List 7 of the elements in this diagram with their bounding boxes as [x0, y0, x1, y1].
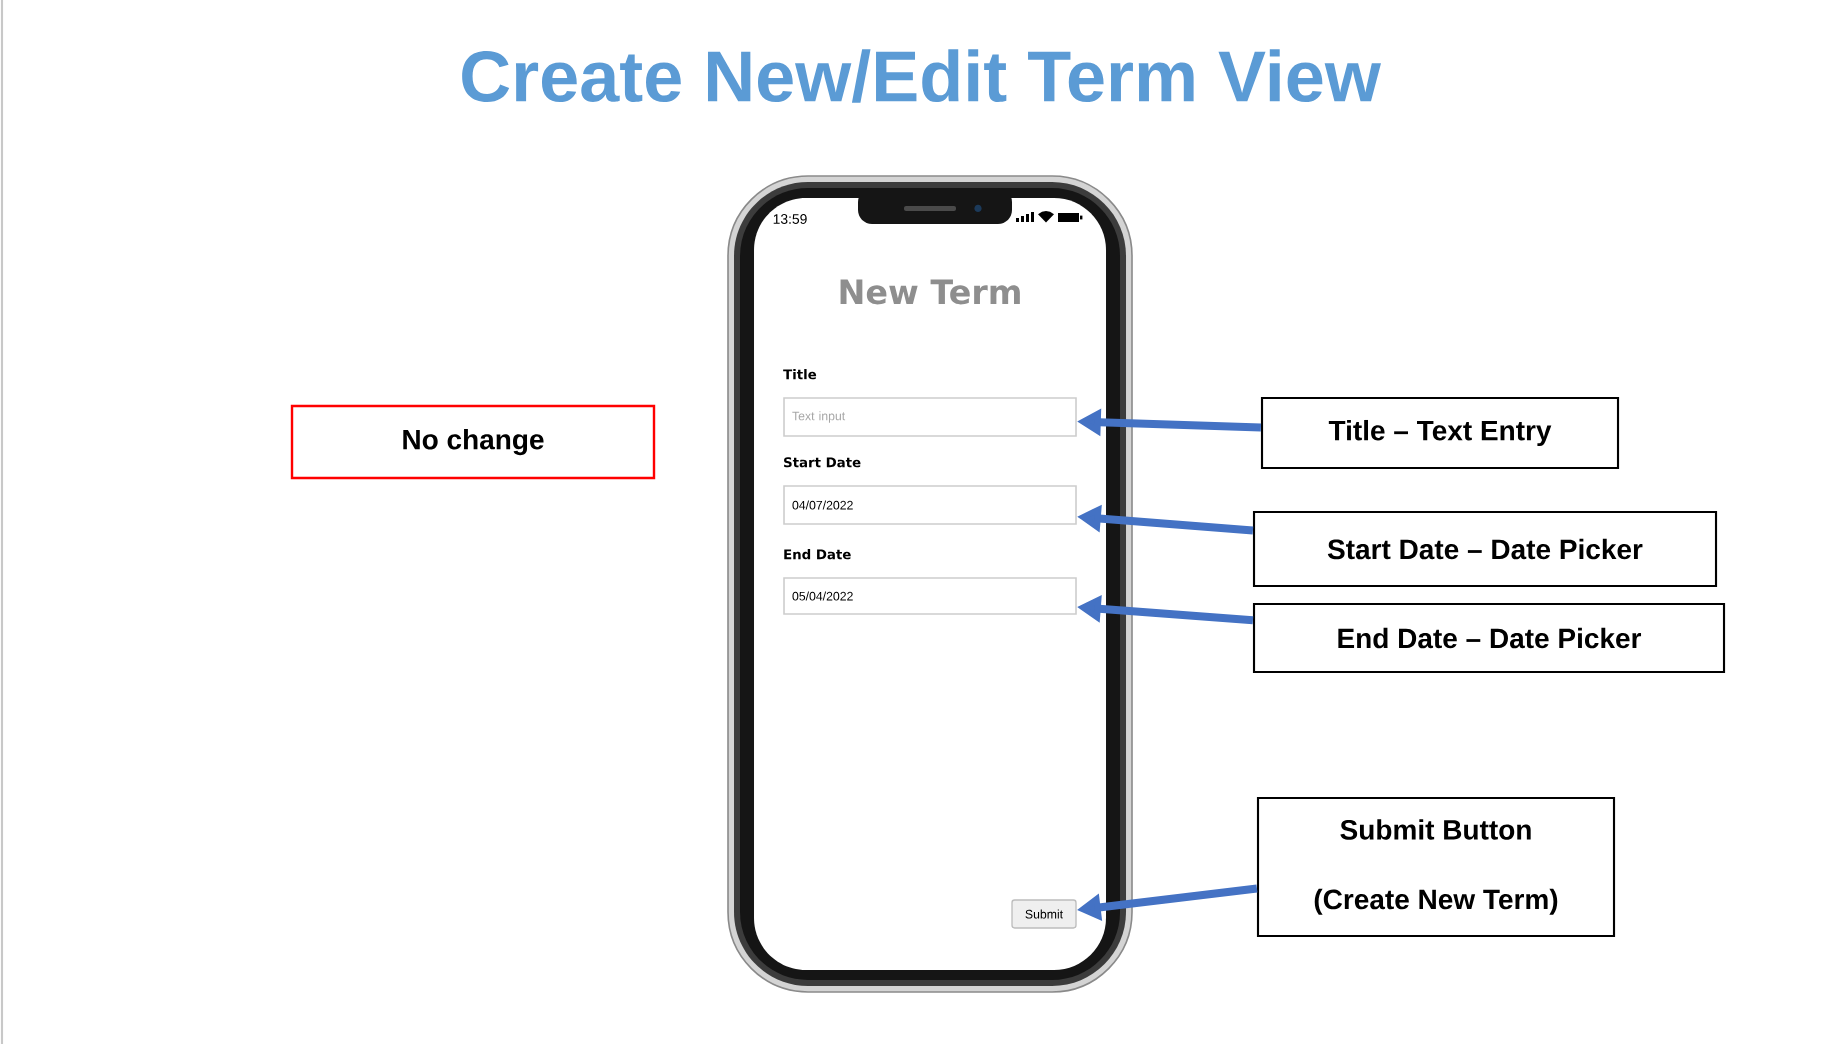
screen-heading: New Term: [840, 279, 1020, 305]
title: Create New/Edit Term View: [462, 49, 1381, 103]
callout-box: Title – Text Entry: [1260, 396, 1620, 470]
note-box: No change: [290, 404, 656, 480]
callout-box: Submit Button (Create New Term): [1256, 796, 1616, 938]
callout-box: Start Date – Date Picker: [1252, 510, 1718, 588]
callout-box: End Date – Date Picker: [1252, 602, 1726, 674]
